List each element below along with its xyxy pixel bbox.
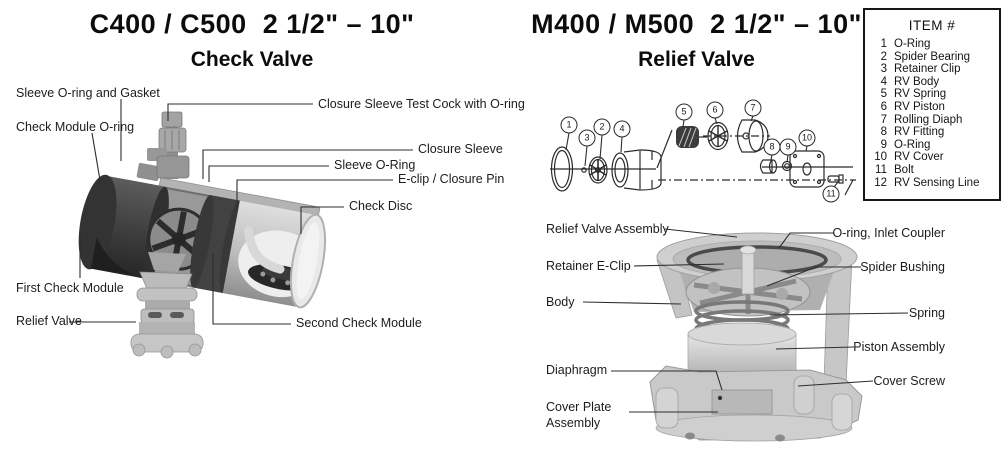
table-row: 2 Spider Bearing xyxy=(865,51,999,64)
relief-valve-subtitle: Relief Valve xyxy=(638,48,755,71)
item-name: Spider Bearing xyxy=(894,50,971,63)
item-name: RV Piston xyxy=(894,100,945,113)
table-row: 8 RV Fitting xyxy=(865,126,999,139)
balloon-item-8: 8 xyxy=(763,138,781,156)
balloon-item-3: 3 xyxy=(578,129,596,147)
callout-relief-valve-assembly: Relief Valve Assembly xyxy=(546,222,669,236)
callout-diaphragm: Diaphragm xyxy=(546,363,608,377)
item-name: O-Ring xyxy=(894,38,931,50)
item-name: Rolling Diaph xyxy=(894,113,963,126)
table-row: 10 RV Cover xyxy=(865,151,999,164)
item-number: 1 xyxy=(880,38,887,50)
balloon-item-5: 5 xyxy=(675,103,693,121)
table-row: 9 O-Ring xyxy=(865,139,999,152)
callout-body: Body xyxy=(546,295,575,309)
table-row: 12 RV Sensing Line xyxy=(865,177,999,190)
balloon-item-9: 9 xyxy=(779,138,797,156)
item-table-header: ITEM # xyxy=(908,18,956,33)
item-number: 5 xyxy=(880,88,887,101)
callout-spring: Spring xyxy=(908,306,945,320)
item-number: 6 xyxy=(880,100,887,113)
callout-second-check-module: Second Check Module xyxy=(296,316,422,330)
table-row: 1 O-Ring xyxy=(865,38,999,51)
relief-valve-exploded-view xyxy=(550,115,856,196)
balloon-item-10: 10 xyxy=(798,129,816,147)
item-name: Bolt xyxy=(894,163,914,176)
callout-piston-assembly: Piston Assembly xyxy=(853,340,945,354)
callout-check-module-oring: Check Module O-ring xyxy=(16,120,135,134)
callout-closure-sleeve-test-cock: Closure Sleeve Test Cock with O-ring xyxy=(318,97,525,111)
table-row: 7 Rolling Diaph xyxy=(865,114,999,127)
callout-check-disc: Check Disc xyxy=(349,199,413,213)
item-number: 4 xyxy=(880,75,887,88)
item-name: RV Body xyxy=(894,75,940,88)
relief-valve-leader-lines xyxy=(582,228,909,413)
item-name: RV Sensing Line xyxy=(894,176,980,189)
balloon-item-2: 2 xyxy=(593,118,611,136)
item-number: 2 xyxy=(880,50,887,63)
callout-sleeve-oring-and-gasket: Sleeve O-ring and Gasket xyxy=(16,86,160,100)
table-row: 4 RV Body xyxy=(865,76,999,89)
item-number: 10 xyxy=(874,151,887,164)
balloon-item-7: 7 xyxy=(744,99,762,117)
table-row: 6 RV Piston xyxy=(865,101,999,114)
check-valve-title: C400 / C500 2 1/2" – 10" xyxy=(89,9,415,39)
balloon-item-1: 1 xyxy=(560,116,578,134)
item-name: RV Spring xyxy=(894,88,947,101)
callout-first-check-module: First Check Module xyxy=(16,281,124,295)
balloon-item-6: 6 xyxy=(706,101,724,119)
check-valve-subtitle: Check Valve xyxy=(190,48,314,71)
check-valve-illustration xyxy=(78,111,327,359)
item-number: 11 xyxy=(875,163,887,176)
callout-e-clip-closure-pin: E-clip / Closure Pin xyxy=(398,172,505,186)
table-row: 11 Bolt xyxy=(865,164,999,177)
item-number: 8 xyxy=(880,126,887,139)
table-row: 5 RV Spring xyxy=(865,88,999,101)
balloon-item-4: 4 xyxy=(613,120,631,138)
callout-cover-screw: Cover Screw xyxy=(873,374,945,388)
table-row: 3 Retainer Clip xyxy=(865,63,999,76)
balloon-item-11: 11 xyxy=(822,185,840,203)
item-name: RV Fitting xyxy=(894,126,945,139)
callout-spider-bushing: Spider Bushing xyxy=(860,260,945,274)
item-number: 7 xyxy=(880,113,887,126)
item-name: RV Cover xyxy=(894,151,944,164)
callout-o-ring-inlet-coupler: O-ring, Inlet Coupler xyxy=(832,226,945,240)
relief-valve-title: M400 / M500 2 1/2" – 10" xyxy=(531,9,862,39)
item-name: O-Ring xyxy=(894,138,931,151)
item-number: 12 xyxy=(874,176,887,189)
relief-valve-assembly-illustration xyxy=(649,232,863,442)
check-valve-leader-lines xyxy=(69,99,413,325)
callout-closure-sleeve: Closure Sleeve xyxy=(418,142,503,156)
callout-relief-valve: Relief Valve xyxy=(16,314,82,328)
item-name: Retainer Clip xyxy=(894,63,961,76)
callout-sleeve-o-ring: Sleeve O-Ring xyxy=(334,158,416,172)
callout-retainer-e-clip: Retainer E-Clip xyxy=(546,259,631,273)
item-number: 9 xyxy=(880,138,887,151)
callout-cover-plate-assembly: Cover Plate Assembly xyxy=(546,400,612,430)
item-number: 3 xyxy=(880,63,887,76)
